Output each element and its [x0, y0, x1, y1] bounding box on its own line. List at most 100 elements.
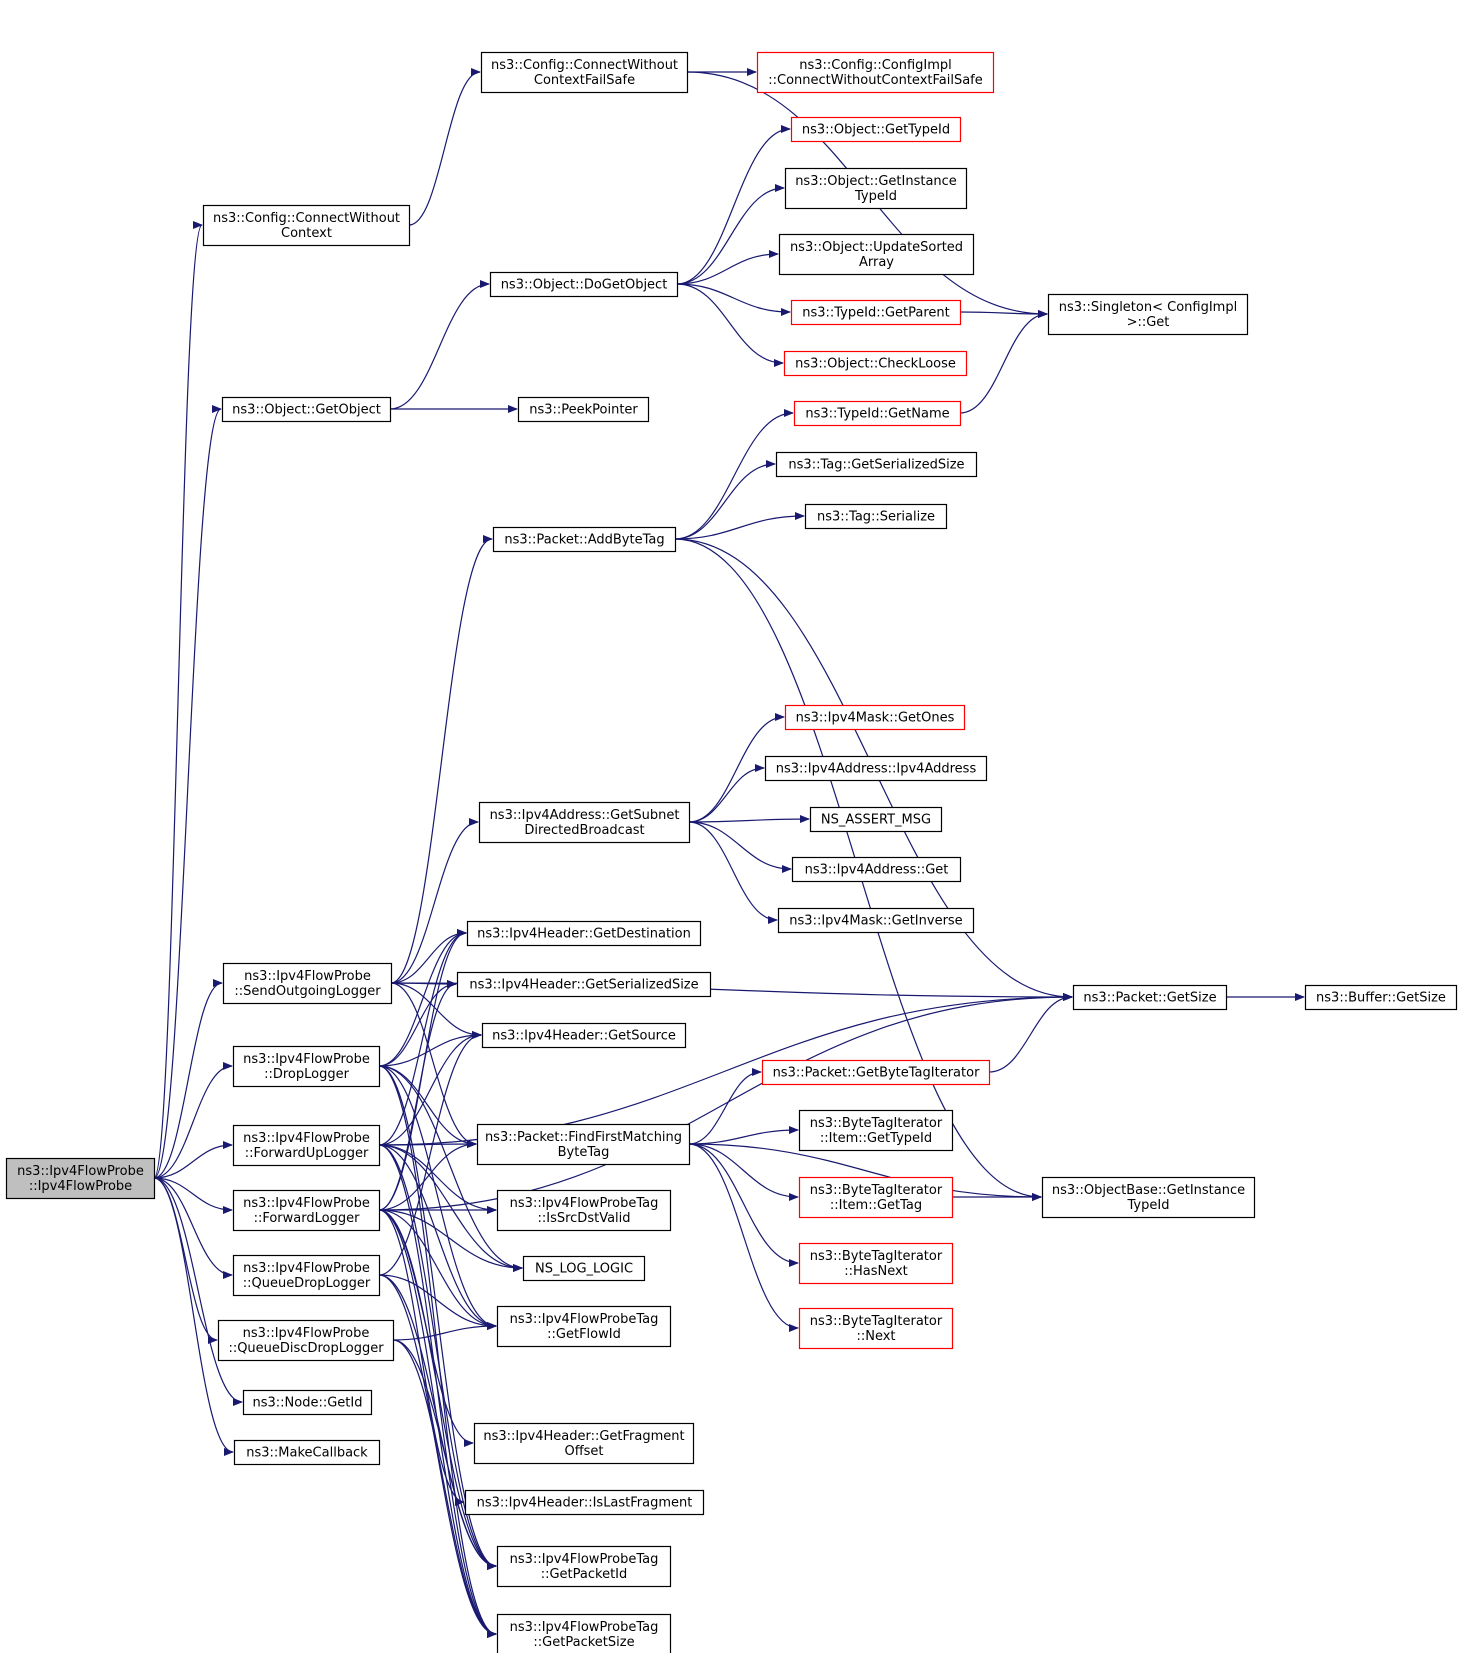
edge-cwc-to-cwcfs [408, 68, 481, 226]
node-box [492, 526, 677, 553]
node-label-line: ns3::Object::GetObject [232, 403, 381, 418]
edge-subnetbcast-to-ipv4addrget [688, 821, 792, 873]
node-singleton[interactable]: ns3::Singleton< ConfigImpl>::Get [1047, 293, 1249, 336]
edge-fwdup-to-getflowid [378, 1144, 497, 1330]
edge-sendout-to-hdrgetsrc [390, 982, 482, 1039]
node-box [798, 1307, 954, 1350]
node-objgettypeid[interactable]: ns3::Object::GetTypeId [790, 116, 962, 143]
node-label-line: ns3::Ipv4FlowProbe [243, 1196, 370, 1211]
node-cwc[interactable]: ns3::Config::ConnectWithoutContext [202, 204, 411, 247]
node-box [232, 1124, 381, 1167]
node-box [478, 801, 691, 844]
node-box [232, 1189, 381, 1232]
node-box [202, 204, 411, 247]
node-dogetobject[interactable]: ns3::Object::DoGetObject [489, 271, 679, 298]
node-getbytetagit[interactable]: ns3::Packet::GetByteTagIterator [761, 1059, 991, 1086]
node-issrcdst[interactable]: ns3::Ipv4FlowProbeTag::IsSrcDstValid [496, 1189, 672, 1232]
node-hasnext[interactable]: ns3::ByteTagIterator::HasNext [798, 1242, 954, 1285]
node-tagser[interactable]: ns3::Tag::Serialize [804, 503, 948, 530]
node-getpktid[interactable]: ns3::Ipv4FlowProbeTag::GetPacketId [496, 1545, 672, 1588]
node-makecallback[interactable]: ns3::MakeCallback [233, 1439, 381, 1466]
node-addbytetag[interactable]: ns3::Packet::AddByteTag [492, 526, 677, 553]
node-label-line: ns3::Buffer::GetSize [1316, 991, 1446, 1006]
edge-droplogger-to-getpktsize [378, 1065, 497, 1638]
edge-root-to-getobject [153, 405, 222, 1179]
node-label-line: NS_ASSERT_MSG [821, 813, 931, 828]
node-typeidgetname[interactable]: ns3::TypeId::GetName [793, 400, 962, 427]
node-subnetbcast[interactable]: ns3::Ipv4Address::GetSubnetDirectedBroad… [478, 801, 691, 844]
node-label-line: ns3::TypeId::GetName [805, 407, 949, 422]
node-ipv4addrget[interactable]: ns3::Ipv4Address::Get [791, 856, 962, 883]
node-label-line: ns3::Object::DoGetObject [501, 278, 668, 293]
node-pktgetsize[interactable]: ns3::Packet::GetSize [1072, 984, 1228, 1011]
node-label-line: ns3::ByteTagIterator [810, 1314, 943, 1329]
node-maskgetinv[interactable]: ns3::Ipv4Mask::GetInverse [777, 907, 975, 934]
node-label-line: ns3::ByteTagIterator [810, 1249, 943, 1264]
edge-subnetbcast-to-maskgetones [688, 713, 785, 823]
node-itemgettag[interactable]: ns3::ByteTagIterator::Item::GetTag [798, 1176, 954, 1219]
edge-dogetobject-to-objupdate [676, 250, 779, 285]
edge-findfirst-to-hasnext [688, 1143, 799, 1267]
node-label-line: ns3::Ipv4FlowProbeTag [510, 1620, 659, 1635]
node-box [784, 704, 966, 731]
node-maskgetones[interactable]: ns3::Ipv4Mask::GetOnes [784, 704, 966, 731]
node-hdrgetsrc[interactable]: ns3::Ipv4Header::GetSource [481, 1022, 687, 1049]
node-itnext[interactable]: ns3::ByteTagIterator::Next [798, 1307, 954, 1350]
node-fwdlogger[interactable]: ns3::Ipv4FlowProbe::ForwardLogger [232, 1189, 381, 1232]
edge-fwdup-to-hdrgetsrc [378, 1031, 482, 1146]
node-getflowid[interactable]: ns3::Ipv4FlowProbeTag::GetFlowId [496, 1305, 672, 1348]
node-label-line: ns3::Tag::GetSerializedSize [788, 458, 964, 473]
node-label-line: ns3::Object::UpdateSorted [790, 240, 963, 255]
node-box [222, 962, 393, 1005]
node-getpktsize[interactable]: ns3::Ipv4FlowProbeTag::GetPacketSize [496, 1613, 672, 1653]
node-qdrop[interactable]: ns3::Ipv4FlowProbe::QueueDropLogger [232, 1254, 381, 1297]
node-label-line: ::Ipv4FlowProbe [29, 1179, 132, 1194]
node-root[interactable]: ns3::Ipv4FlowProbe::Ipv4FlowProbe [5, 1157, 156, 1200]
node-typeidgetparent[interactable]: ns3::TypeId::GetParent [790, 299, 962, 326]
edge-fwdlogger-to-getpktid [378, 1209, 497, 1570]
node-box [496, 1613, 672, 1653]
edge-root-to-droplogger [153, 1062, 233, 1179]
node-label-line: ns3::ObjectBase::GetInstance [1052, 1183, 1245, 1198]
node-peekpointer[interactable]: ns3::PeekPointer [517, 396, 650, 423]
node-checkloose[interactable]: ns3::Object::CheckLoose [783, 350, 968, 377]
edge-droplogger-to-getpktid [378, 1065, 497, 1570]
edge-subnetbcast-to-maskgetinv [688, 821, 778, 924]
node-nodegetid[interactable]: ns3::Node::GetId [242, 1389, 373, 1416]
node-cicwcfs[interactable]: ns3::Config::ConfigImpl::ConnectWithoutC… [756, 51, 995, 94]
node-label-line: ::HasNext [844, 1264, 908, 1279]
node-sendout[interactable]: ns3::Ipv4FlowProbe::SendOutgoingLogger [222, 962, 393, 1005]
node-label-line: ns3::Ipv4Address::Ipv4Address [776, 762, 977, 777]
node-box [480, 51, 689, 94]
node-qdiscdrop[interactable]: ns3::Ipv4FlowProbe::QueueDiscDropLogger [217, 1319, 395, 1362]
node-label-line: ns3::Object::GetTypeId [802, 123, 950, 138]
node-assertmsg[interactable]: NS_ASSERT_MSG [809, 806, 943, 833]
node-bufgetsize[interactable]: ns3::Buffer::GetSize [1304, 984, 1458, 1011]
node-hdrgetser[interactable]: ns3::Ipv4Header::GetSerializedSize [456, 971, 712, 998]
node-taggetser[interactable]: ns3::Tag::GetSerializedSize [775, 451, 978, 478]
node-hdrislast[interactable]: ns3::Ipv4Header::IsLastFragment [464, 1489, 705, 1516]
node-itemgettypeid[interactable]: ns3::ByteTagIterator::Item::GetTypeId [798, 1109, 954, 1152]
node-label-line: ::ForwardUpLogger [245, 1146, 369, 1161]
node-label-line: ns3::Ipv4FlowProbe [243, 1326, 370, 1341]
node-hdrgetdst[interactable]: ns3::Ipv4Header::GetDestination [466, 920, 702, 947]
edge-root-to-qdrop [153, 1177, 233, 1279]
edge-sendout-to-hdrgetdst [390, 929, 467, 984]
node-cwcfs[interactable]: ns3::Config::ConnectWithoutContextFailSa… [480, 51, 689, 94]
node-nslog[interactable]: NS_LOG_LOGIC [522, 1255, 646, 1282]
node-fwdup[interactable]: ns3::Ipv4FlowProbe::ForwardUpLogger [232, 1124, 381, 1167]
node-label-line: TypeId [1127, 1198, 1170, 1213]
node-getobject[interactable]: ns3::Object::GetObject [221, 396, 392, 423]
node-ipv4addr[interactable]: ns3::Ipv4Address::Ipv4Address [764, 755, 988, 782]
node-box [466, 920, 702, 947]
node-label-line: ::IsSrcDstValid [537, 1211, 630, 1226]
node-label-line: ns3::Object::GetInstance [795, 174, 957, 189]
node-label-line: ns3::Config::ConnectWithout [491, 58, 678, 73]
node-droplogger[interactable]: ns3::Ipv4FlowProbe::DropLogger [232, 1045, 381, 1088]
